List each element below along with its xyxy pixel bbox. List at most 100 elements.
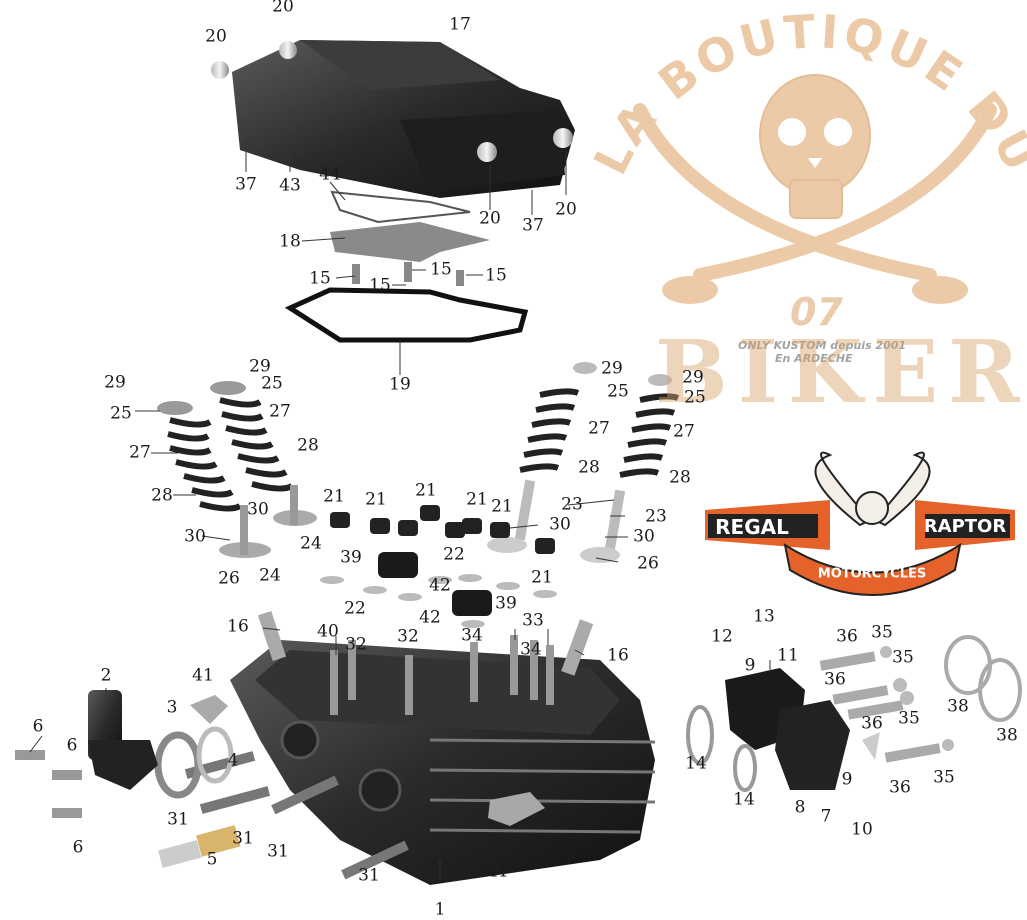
callout-20: 20 xyxy=(205,26,227,47)
callout-28: 28 xyxy=(578,457,600,478)
right-valve-springs xyxy=(487,362,680,563)
callout-8: 8 xyxy=(794,797,806,818)
sensor-5 xyxy=(158,825,241,868)
callout-27: 27 xyxy=(673,421,695,442)
callout-15: 15 xyxy=(485,265,507,286)
callout-39: 39 xyxy=(495,593,517,614)
gasket-44 xyxy=(330,190,471,224)
eagle-wings-icon xyxy=(814,451,931,527)
callout-36: 36 xyxy=(889,777,911,798)
callout-37: 37 xyxy=(235,174,257,195)
callout-20: 20 xyxy=(272,0,294,17)
callout-35: 35 xyxy=(933,767,955,788)
callout-26: 26 xyxy=(218,568,240,589)
callout-31: 31 xyxy=(358,865,380,886)
callout-15: 15 xyxy=(309,268,331,289)
callout-35: 35 xyxy=(898,708,920,729)
callout-17: 17 xyxy=(449,14,471,35)
callout-13: 13 xyxy=(753,606,775,627)
left-valve-springs xyxy=(157,381,317,558)
callout-21: 21 xyxy=(365,489,387,510)
callout-23: 23 xyxy=(561,494,583,515)
callout-34: 34 xyxy=(520,639,542,660)
callout-29: 29 xyxy=(682,367,704,388)
callout-9: 9 xyxy=(841,769,853,790)
callout-32: 32 xyxy=(397,626,419,647)
watermark-word: BIKER xyxy=(655,322,1027,423)
callout-34: 34 xyxy=(461,625,483,646)
callout-37: 37 xyxy=(522,215,544,236)
callout-7: 7 xyxy=(820,806,832,827)
callout-27: 27 xyxy=(269,401,291,422)
callout-18: 18 xyxy=(279,231,301,252)
callout-29: 29 xyxy=(601,358,623,379)
callout-30: 30 xyxy=(247,499,269,520)
callout-12: 12 xyxy=(711,626,733,647)
crossbones-icon xyxy=(662,276,968,304)
callout-43: 43 xyxy=(279,175,301,196)
callout-30: 30 xyxy=(633,526,655,547)
callout-20: 20 xyxy=(479,208,501,229)
callout-28: 28 xyxy=(669,467,691,488)
watermark-tagline-1: ONLY KUSTOM depuis 2001 xyxy=(738,339,907,352)
skull-icon xyxy=(759,74,871,219)
callout-35: 35 xyxy=(871,622,893,643)
callout-42: 42 xyxy=(429,575,451,596)
callout-32: 32 xyxy=(345,634,367,655)
callout-16: 16 xyxy=(607,645,629,666)
callout-4: 4 xyxy=(227,750,239,771)
callout-33: 33 xyxy=(522,610,544,631)
callout-6: 6 xyxy=(32,716,44,737)
callout-6: 6 xyxy=(72,837,84,858)
callout-1: 1 xyxy=(434,899,446,920)
callout-28: 28 xyxy=(151,485,173,506)
bolts-6 xyxy=(15,750,82,818)
logo-left-word: REGAL xyxy=(715,515,789,539)
callout-44: 44 xyxy=(319,164,341,185)
studs-36 xyxy=(819,646,954,763)
callout-31: 31 xyxy=(232,828,254,849)
logo-right-word: RAPTOR xyxy=(923,516,1007,537)
callout-25: 25 xyxy=(261,373,283,394)
intake-manifolds xyxy=(686,668,880,792)
bolts-15 xyxy=(352,262,464,286)
callout-41: 41 xyxy=(487,861,509,882)
callout-41: 41 xyxy=(192,665,214,686)
callout-15: 15 xyxy=(430,259,452,280)
callout-22: 22 xyxy=(443,544,465,565)
callout-28: 28 xyxy=(297,435,319,456)
callout-9: 9 xyxy=(744,655,756,676)
valve-cover xyxy=(211,40,575,198)
callout-40: 40 xyxy=(317,621,339,642)
hose-clamps-38 xyxy=(944,635,1022,722)
callout-14: 14 xyxy=(685,753,707,774)
callout-14: 14 xyxy=(733,789,755,810)
callout-29: 29 xyxy=(104,372,126,393)
callout-29: 29 xyxy=(249,356,271,377)
callout-2: 2 xyxy=(100,665,112,686)
callout-30: 30 xyxy=(549,514,571,535)
callout-19: 19 xyxy=(389,374,411,395)
callout-42: 42 xyxy=(419,607,441,628)
logo-banner: MOTORCYCLES xyxy=(817,566,927,582)
callout-25: 25 xyxy=(110,403,132,424)
callout-27: 27 xyxy=(129,442,151,463)
callout-21: 21 xyxy=(323,486,345,507)
callout-25: 25 xyxy=(607,381,629,402)
callout-23: 23 xyxy=(645,506,667,527)
callout-36: 36 xyxy=(861,713,883,734)
callout-24: 24 xyxy=(259,565,281,586)
callout-11: 11 xyxy=(777,645,799,666)
guides-39 xyxy=(320,552,557,628)
callout-39: 39 xyxy=(340,547,362,568)
crossed-sabres-icon xyxy=(633,103,997,282)
cylinder-head xyxy=(230,611,656,885)
skull-eyes xyxy=(778,118,852,168)
callout-27: 27 xyxy=(588,418,610,439)
callout-5: 5 xyxy=(206,849,218,870)
gasket-19 xyxy=(284,287,529,343)
callout-3: 3 xyxy=(166,697,178,718)
